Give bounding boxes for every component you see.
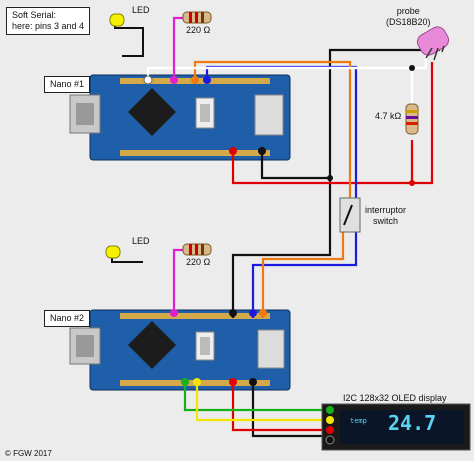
switch-icon [339, 197, 361, 233]
junction-dots [143, 65, 415, 386]
led-icon [105, 245, 121, 259]
probe-label: probe (DS18B20) [386, 6, 431, 28]
resistor-3-label: 4.7 kΩ [375, 111, 402, 121]
power-wires [231, 62, 434, 432]
oled-display [321, 403, 471, 451]
probe-line2: (DS18B20) [386, 17, 431, 27]
nano-1-label: Nano #1 [44, 76, 91, 93]
nano-2-label: Nano #2 [44, 310, 91, 327]
switch-line2: switch [373, 216, 399, 226]
soft-serial-note: Soft Serial: here: pins 3 and 4 [6, 7, 91, 35]
soft-serial-line1: Soft Serial: [12, 10, 57, 20]
data-wire-white [146, 56, 428, 108]
resistor-icon [405, 103, 419, 135]
led-icon [109, 13, 125, 27]
chip-icon [127, 87, 177, 137]
oled-label: I2C 128x32 OLED display [343, 393, 447, 403]
probe-line1: probe [396, 6, 420, 16]
oled-small-text: temp [350, 417, 367, 425]
resistor-2-label: 220 Ω [186, 257, 211, 267]
led-1-label: LED [132, 5, 150, 15]
nano-1-board [69, 74, 291, 161]
switch-label: interruptor switch [365, 205, 406, 227]
resistor-1-label: 220 Ω [186, 25, 211, 35]
resistor-icon [182, 11, 212, 24]
signal-wires-orange [193, 60, 352, 318]
chip-icon [127, 320, 177, 370]
i2c-wires [183, 382, 330, 422]
oled-temperature-value: 24.7 [388, 411, 437, 435]
nano-2-board [69, 309, 291, 391]
probe-icon [416, 26, 450, 61]
led-2-label: LED [132, 236, 150, 246]
copyright: © FGW 2017 [5, 449, 52, 458]
switch-line1: interruptor [365, 205, 407, 215]
soft-serial-line2: here: pins 3 and 4 [12, 21, 85, 31]
resistor-icon [182, 243, 212, 256]
